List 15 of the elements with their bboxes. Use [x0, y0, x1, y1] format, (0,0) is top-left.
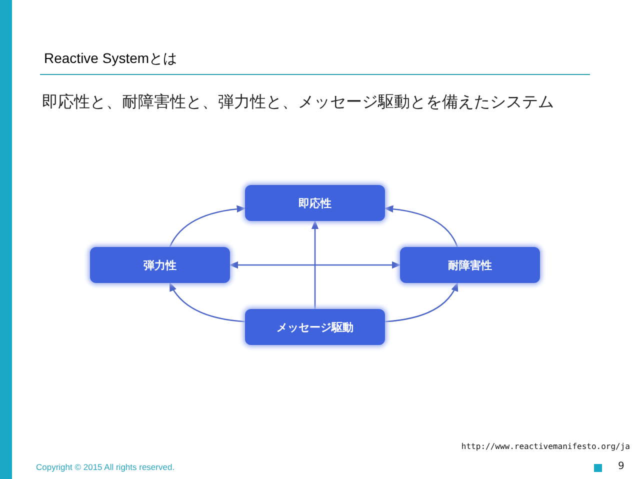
arrow	[169, 282, 246, 322]
page-number: 9	[618, 461, 624, 472]
arrow	[311, 220, 319, 309]
arrow	[384, 205, 458, 248]
url-text: http://www.reactivemanifesto.org/ja	[461, 442, 630, 451]
subtitle-text: 即応性と、耐障害性と、弾力性と、メッセージ駆動とを備えたシステム	[42, 92, 554, 113]
arrow	[169, 205, 246, 248]
copyright-text: Copyright © 2015 All rights reserved.	[36, 462, 175, 472]
arrow	[229, 261, 401, 269]
process-box: 弾力性	[90, 247, 230, 283]
process-box: 即応性	[245, 185, 385, 221]
arrow	[384, 282, 458, 322]
slide-title: Reactive Systemとは	[44, 50, 178, 68]
process-box: メッセージ駆動	[245, 309, 385, 345]
process-box: 耐障害性	[400, 247, 540, 283]
